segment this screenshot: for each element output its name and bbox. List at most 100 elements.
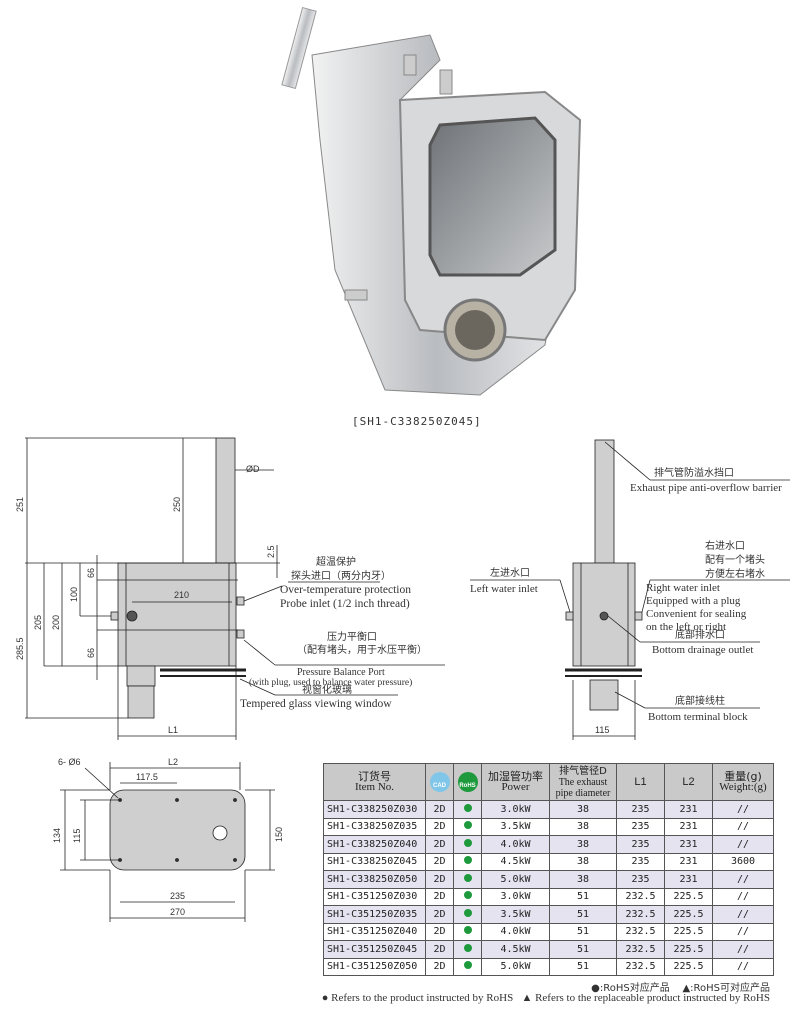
dim-115-plan: 115 [72,829,82,843]
dim-l2: L2 [168,757,178,767]
exhaust-label-en: Exhaust pipe anti-overflow barrier [630,482,782,494]
legend-cn-dot: ●:RoHS对应产品 [591,983,670,994]
cell-weight: // [712,940,774,959]
cell-l2: 231 [664,800,713,819]
probe-label-cn2: 探头进口（两分内牙） [291,569,391,582]
probe-label-cn1: 超温保护 [316,555,356,568]
dim-250: 250 [172,497,182,512]
cell-l1: 232.5 [616,922,665,941]
rohs-dot-icon [463,943,472,952]
cell-power: 3.5kW [481,817,550,836]
cell-l1: 232.5 [616,957,665,976]
dim-66-top: 66 [86,568,96,578]
dim-phi-d: ØD [246,464,260,474]
col-l1: L1 [616,763,665,801]
front-view-drawing: 251 250 2.5 ØD 285.5 205 200 100 66 66 2… [15,437,445,740]
cell-cad: 2D [425,817,454,836]
cell-cad: 2D [425,852,454,871]
cell-cad: 2D [425,870,454,889]
header-pipe-cn: 排气管径D [559,765,607,777]
rohs-dot-icon [463,891,472,900]
glass-label-cn: 视窗化玻璃 [302,683,352,696]
cell-power: 4.0kW [481,835,550,854]
pressure-label-en1: Pressure Balance Port [297,667,385,678]
rohs-dot-icon [463,873,472,882]
header-power-en: Power [501,781,530,793]
cell-pipe-d: 51 [549,922,617,941]
dim-200: 200 [51,615,61,630]
pressure-label-cn1: 压力平衡口 [327,630,377,643]
header-pipe-en1: The exhaust [558,776,608,788]
dim-100: 100 [69,587,79,602]
dim-115: 115 [595,725,609,735]
rohs-dot-icon [463,838,472,847]
dim-210: 210 [174,590,189,600]
rohs-leaf-icon: RoHS [457,772,478,792]
right-inlet-cn3: 方便左右堵水 [705,567,765,580]
glass-label-en: Tempered glass viewing window [240,698,392,710]
legend-cn-tri: ▲:RoHS可对应产品 [682,983,770,994]
cell-item: SH1-C351250Z050 [323,957,426,976]
side-view-drawing: 排气管防溢水挡口 Exhaust pipe anti-overflow barr… [470,439,790,740]
dim-205: 205 [33,615,43,630]
cell-rohs [453,817,482,836]
cell-rohs [453,957,482,976]
pressure-label-cn2: （配有堵头，用于水压平衡） [297,643,427,656]
cell-cad: 2D [425,957,454,976]
cell-rohs [453,887,482,906]
cell-power: 3.0kW [481,800,550,819]
cell-l1: 232.5 [616,887,665,906]
cell-weight: // [712,887,774,906]
dim-117-5: 117.5 [136,772,158,782]
cell-item: SH1-C351250Z035 [323,905,426,924]
cell-cad: 2D [425,905,454,924]
cell-rohs [453,870,482,889]
cell-l1: 235 [616,835,665,854]
cell-item: SH1-C338250Z030 [323,800,426,819]
right-inlet-en3: Convenient for sealing [646,608,747,620]
left-inlet-en: Left water inlet [470,583,538,595]
cell-l2: 231 [664,852,713,871]
left-inlet-cn: 左进水口 [490,566,530,579]
probe-label-en2: Probe inlet (1/2 inch thread) [280,598,410,610]
rohs-dot-icon [463,961,472,970]
cell-cad: 2D [425,922,454,941]
header-weight-en: Weight:(g) [719,781,767,793]
cell-pipe-d: 38 [549,817,617,836]
cell-l1: 235 [616,817,665,836]
cell-rohs [453,922,482,941]
legend-en: ● Refers to the product instructed by Ro… [322,992,770,1004]
rohs-dot-icon [463,803,472,812]
right-inlet-en2: Equipped with a plug [646,595,741,607]
dim-251: 251 [15,497,25,512]
cell-weight: // [712,835,774,854]
right-inlet-cn2: 配有一个堵头 [705,553,765,566]
cell-l1: 235 [616,870,665,889]
dim-l1: L1 [168,725,178,735]
cell-cad: 2D [425,800,454,819]
rohs-dot-icon [463,821,472,830]
cell-l1: 232.5 [616,905,665,924]
terminal-label-cn: 底部接线柱 [675,694,725,707]
cell-pipe-d: 51 [549,905,617,924]
product-photo [281,6,582,396]
cell-l2: 225.5 [664,922,713,941]
right-inlet-en4: on the left or right [646,621,726,633]
dim-2-5: 2.5 [266,545,276,558]
cell-pipe-d: 38 [549,852,617,871]
pressure-label-en2: (with plug, used to balance water pressu… [249,677,412,688]
cell-item: SH1-C338250Z040 [323,835,426,854]
cell-weight: // [712,922,774,941]
cell-weight: 3600 [712,852,774,871]
dim-66-bottom: 66 [86,648,96,658]
header-power-cn: 加湿管功率 [488,770,543,783]
